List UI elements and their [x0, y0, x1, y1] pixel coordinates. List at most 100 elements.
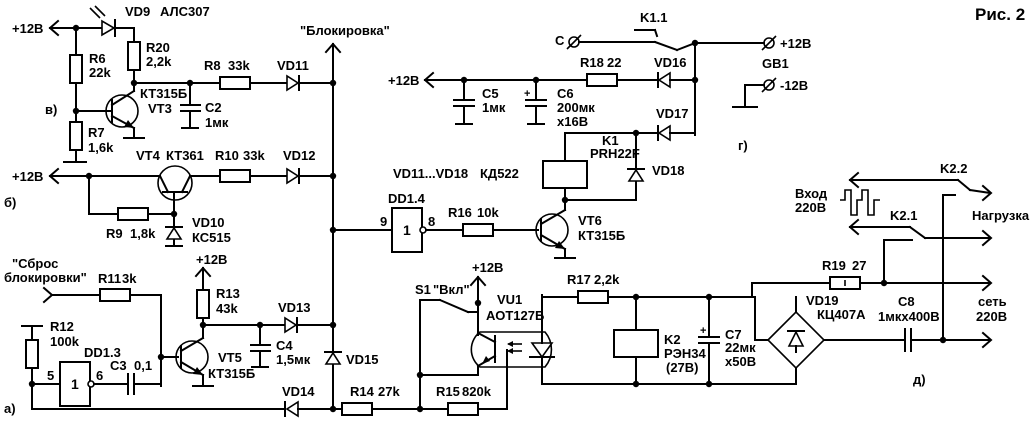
c5-ref: C5 — [482, 86, 499, 101]
diode-vd17-icon — [657, 124, 671, 142]
net-label-p12-r13: +12В — [196, 252, 227, 267]
c7-ref: C7 — [725, 327, 742, 342]
vd19-ref: VD19 — [806, 293, 839, 308]
c7-value: 22мк — [725, 340, 756, 355]
gb1-m12-label: -12В — [780, 78, 808, 93]
vt5-value: КТ315Б — [208, 366, 255, 381]
section-label-v: в) — [45, 102, 57, 117]
c6-value2: х16В — [557, 114, 588, 129]
mains-label-2: 220В — [976, 309, 1007, 324]
section-b-vt4-circuit: +12В б) R9 1,8k VT4 КТ361 VD10 КС515 — [4, 148, 334, 247]
k22-ref: K2.2 — [940, 161, 967, 176]
r8-ref: R8 — [204, 58, 221, 73]
diode-note-1: VD11...VD18 — [393, 166, 468, 181]
vd13-ref: VD13 — [278, 300, 311, 315]
c4-ref: C4 — [276, 338, 293, 353]
net-label-p12-s1: +12В — [472, 260, 503, 275]
relay-k1-driver: 9 1 DD1.4 8 VD11...VD18 КД522 R16 10k VT… — [332, 129, 685, 259]
vt3-ref: VT3 — [148, 101, 172, 116]
c8-value: 1мкх400В — [878, 309, 940, 324]
resistor-r9 — [117, 207, 149, 221]
r12-value: 100k — [50, 334, 80, 349]
dd14-pin-out: 8 — [428, 214, 435, 229]
r15-value: 820k — [462, 384, 492, 399]
c7-value2: х50В — [725, 354, 756, 369]
resistor-r14 — [341, 402, 373, 416]
section-label-d: д) — [913, 372, 926, 387]
vd11-ref: VD11 — [277, 58, 309, 73]
capacitor-c4-icon — [250, 324, 271, 368]
vd10-ref: VD10 — [192, 215, 225, 230]
vt6-ref: VT6 — [578, 213, 602, 228]
r14-value: 27k — [378, 384, 400, 399]
r17-ref: R17 — [567, 272, 591, 287]
r10-value: 33k — [243, 148, 265, 163]
vt4-value: КТ361 — [166, 148, 204, 163]
vu1-value: АОТ127Б — [486, 308, 544, 323]
resistor-r15 — [447, 402, 479, 416]
resistor-r12 — [25, 339, 39, 369]
c6-ref: C6 — [557, 86, 574, 101]
gb1-p12-label: +12В — [780, 36, 811, 51]
capacitor-c6-icon: + — [524, 79, 547, 125]
k1-ref: K1 — [602, 133, 619, 148]
vd12-ref: VD12 — [283, 148, 316, 163]
vd9-ref: VD9 — [125, 4, 150, 19]
input-label-1: Вход — [795, 186, 828, 201]
r15-ref: R15 — [436, 384, 460, 399]
transistor-vt3-icon — [75, 82, 145, 139]
diode-vd16-icon — [657, 71, 671, 89]
k2-ref: K2 — [664, 332, 681, 347]
resistor-r13 — [196, 289, 210, 319]
vt4-ref: VT4 — [136, 148, 161, 163]
dd13-ref: DD1.3 — [84, 345, 121, 360]
diode-vd12-icon — [286, 167, 300, 185]
vd10-value: КС515 — [192, 230, 231, 245]
net-label-p12-top: +12В — [12, 21, 43, 36]
k11-ref: K1.1 — [640, 10, 667, 25]
resistor-r10 — [219, 169, 251, 183]
r18-ref: R18 — [580, 55, 604, 70]
net-label-blocking: "Блокировка" — [300, 23, 390, 38]
dd14-symbol: 1 — [403, 222, 411, 238]
vu1-ref: VU1 — [497, 292, 522, 307]
resistor-r17 — [577, 290, 609, 304]
r13-ref: R13 — [216, 286, 240, 301]
k2-value2: (27В) — [666, 360, 699, 375]
section-a-vt5-circuit: "Сброс блокировки" R11 3k R12 100k а) 5 … — [4, 252, 379, 418]
relay-coil-k1 — [542, 160, 588, 189]
svg-text:+: + — [700, 325, 706, 337]
section-label-g: г) — [738, 138, 748, 153]
zener-vd15-icon — [324, 351, 342, 365]
section-d-mains-circuit: VD19 КЦ407А R19 27 C8 1мкх400В сеть 220В… — [751, 161, 1030, 387]
capacitor-c5-icon — [453, 79, 475, 125]
dd14-ref: DD1.4 — [388, 191, 426, 206]
vt3-value: КТ315Б — [140, 86, 187, 101]
vt5-ref: VT5 — [218, 350, 242, 365]
r20-value: 2,2k — [146, 54, 172, 69]
input-label-2: 220В — [795, 200, 826, 215]
diode-vd11-icon — [286, 74, 300, 92]
r10-ref: R10 — [215, 148, 239, 163]
vd15-ref: VD15 — [346, 352, 379, 367]
resistor-r8 — [219, 76, 251, 90]
r19-value: 27 — [852, 258, 866, 273]
c6-value: 200мк — [557, 100, 595, 115]
c2-value: 1мк — [205, 115, 229, 130]
transistor-vt5-icon — [175, 326, 214, 387]
terminal-p12-icon — [761, 35, 777, 51]
c3-ref: C3 — [110, 358, 127, 373]
bridge-vd19-icon — [766, 310, 826, 370]
section-label-a: а) — [4, 401, 16, 416]
s1-ref: S1 — [415, 282, 431, 297]
c-terminal-label: С — [555, 33, 565, 48]
relay-coil-k2 — [613, 329, 659, 358]
transistor-vt4-icon — [157, 165, 193, 215]
vd9-value: АЛС307 — [160, 4, 210, 19]
diode-vd18-icon — [627, 168, 645, 182]
diode-note-2: КД522 — [480, 166, 519, 181]
k2-value: РЭН34 — [664, 346, 707, 361]
diode-vd14-icon — [284, 400, 299, 418]
r18-value: 22 — [607, 55, 621, 70]
